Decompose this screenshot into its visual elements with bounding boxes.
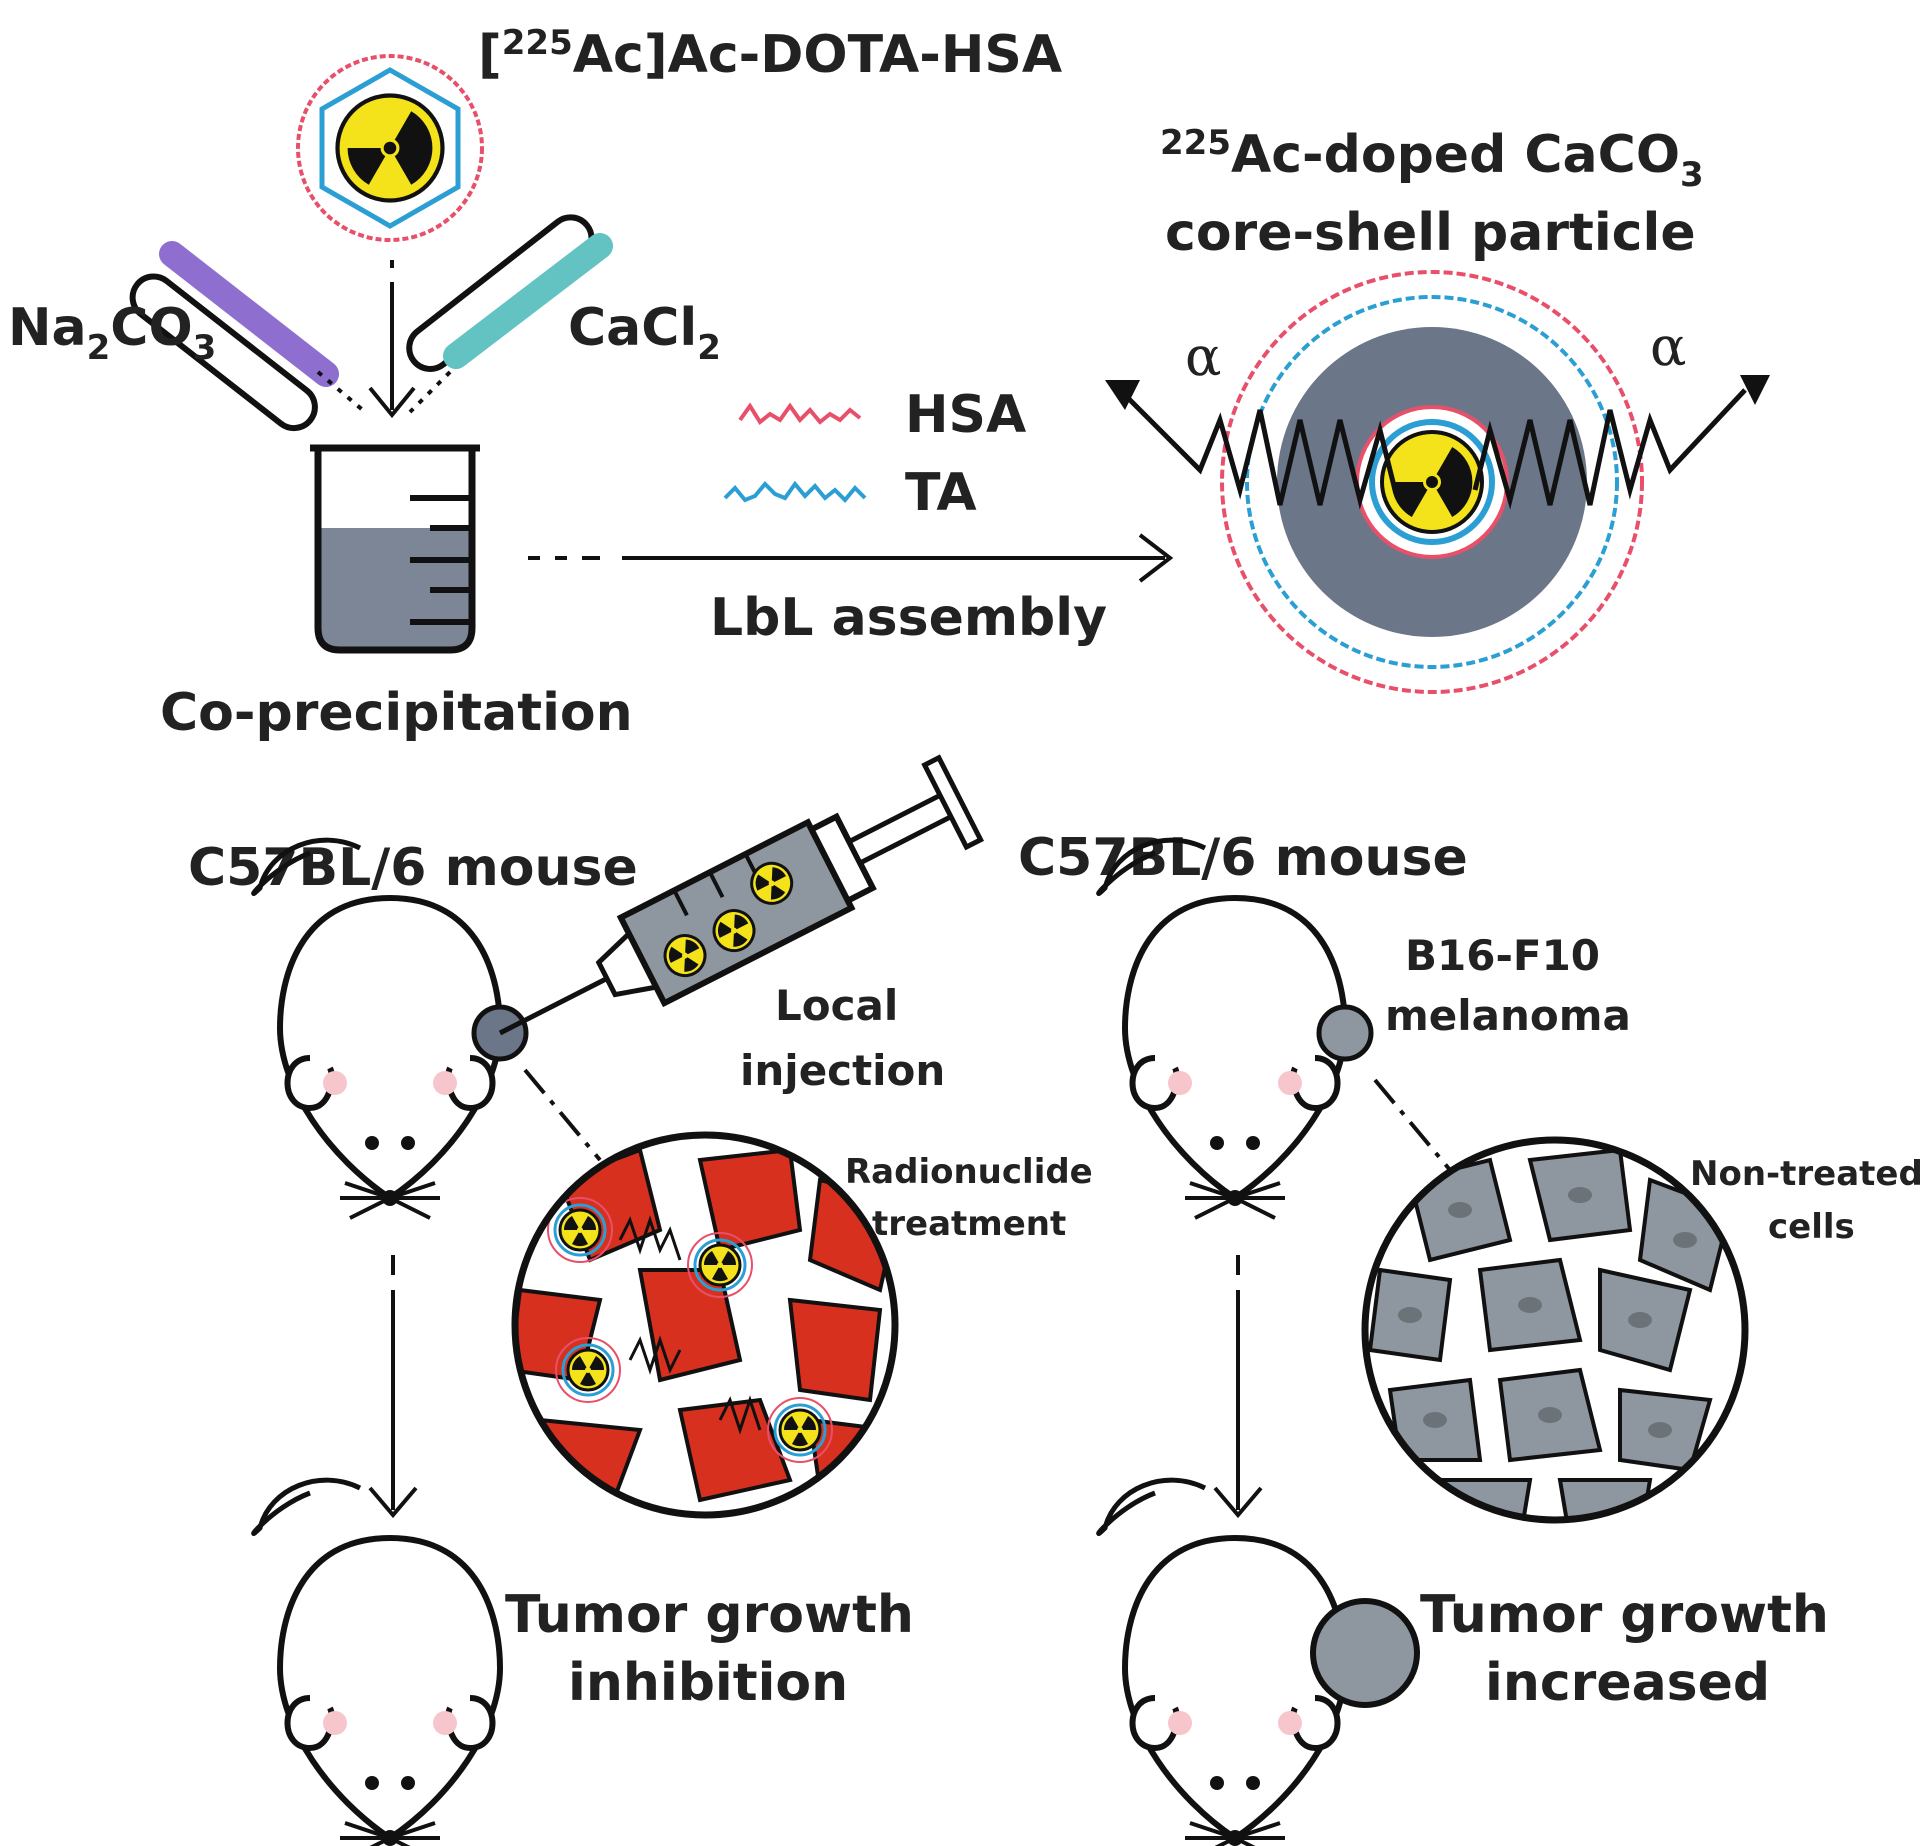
label-radio-1: Radionuclide	[845, 1152, 1093, 1192]
tumor-right-large	[1310, 1598, 1420, 1708]
connector-right	[1373, 1078, 1452, 1172]
label-increase-2: increased	[1485, 1653, 1770, 1713]
alpha-emission-left	[1105, 380, 1398, 510]
legend-ta-label: TA	[905, 463, 977, 523]
tumor-right	[1316, 1004, 1374, 1062]
tissue-treated	[511, 1131, 899, 1519]
label-radio-2: treatment	[872, 1204, 1066, 1244]
label-inhibit-2: inhibition	[568, 1653, 848, 1713]
tube-cacl2	[406, 214, 613, 414]
alpha-emission-right	[1472, 375, 1770, 510]
svg-text:[225Ac]Ac-DOTA-HSA: [225Ac]Ac-DOTA-HSA	[478, 23, 1062, 85]
label-alpha-left: α	[1185, 325, 1221, 388]
mouse-right-untreated	[1099, 840, 1374, 1218]
mouse-left-outcome	[254, 1480, 500, 1846]
arrow-complex-to-beaker	[368, 260, 416, 419]
label-lbl-assembly: LbL assembly	[710, 588, 1107, 648]
arrow-left-outcome	[368, 1255, 418, 1519]
legend-ta-line	[723, 480, 867, 503]
arrow-right-outcome	[1213, 1255, 1263, 1519]
complex-label: [225Ac]Ac-DOTA-HSA	[478, 23, 1062, 85]
core-shell-particle	[1220, 270, 1644, 694]
radiolabeled-complex	[296, 54, 484, 242]
mouse-left-title: C57BL/6 mouse	[188, 838, 638, 898]
label-inhibit-1: Tumor growth	[505, 1585, 914, 1645]
connector-left	[523, 1068, 602, 1162]
mouse-right-title: C57BL/6 mouse	[1018, 828, 1468, 888]
label-local-1: Local	[775, 981, 898, 1030]
mouse-right-outcome	[1099, 1480, 1420, 1846]
label-nontreated-2: cells	[1768, 1207, 1855, 1247]
label-local-2: injection	[740, 1046, 945, 1095]
label-coprecipitation: Co-precipitation	[160, 683, 633, 743]
particle-label: 225Ac-doped CaCO3 core-shell particle	[1160, 123, 1704, 263]
label-increase-1: Tumor growth	[1420, 1585, 1829, 1645]
label-na2co3: Na2CO3	[8, 298, 216, 368]
legend-hsa-line	[738, 402, 862, 425]
label-b16-1: B16-F10	[1405, 931, 1600, 980]
legend-hsa-label: HSA	[905, 385, 1026, 445]
arrow-lbl-assembly	[528, 533, 1174, 583]
label-alpha-right: α	[1650, 315, 1686, 378]
beaker	[310, 444, 480, 654]
svg-text:core-shell particle: core-shell particle	[1165, 203, 1696, 263]
label-cacl2: CaCl2	[568, 298, 721, 368]
tissue-untreated	[1361, 1136, 1749, 1524]
tube-na2co3	[129, 241, 367, 432]
svg-text:225Ac-doped CaCO3: 225Ac-doped CaCO3	[1160, 123, 1704, 195]
legend: HSA TA	[723, 385, 1026, 523]
label-b16-2: melanoma	[1385, 991, 1631, 1040]
label-nontreated-1: Non-treated	[1690, 1154, 1920, 1194]
syringe	[498, 754, 985, 1036]
